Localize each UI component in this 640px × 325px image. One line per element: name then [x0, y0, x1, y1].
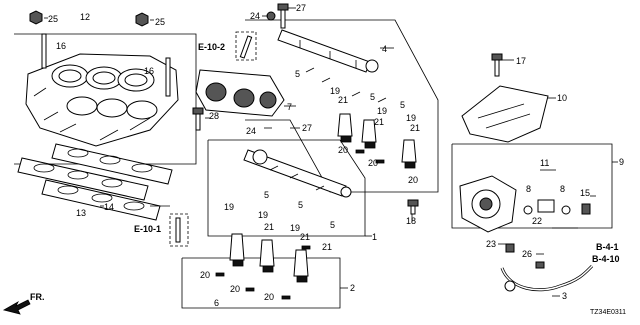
callout-18: 18 [406, 216, 416, 226]
upper-rail-frame [245, 19, 439, 193]
callout-5: 5 [264, 190, 269, 200]
callout-27: 27 [296, 3, 306, 13]
pump-frame [451, 143, 613, 229]
callout-7: 7 [287, 102, 292, 112]
callout-20: 20 [368, 158, 378, 168]
callout-19: 19 [406, 113, 416, 123]
nuts-25 [29, 10, 149, 27]
callout-24: 24 [250, 11, 260, 21]
callout-12: 12 [80, 12, 90, 22]
callout-23: 23 [486, 239, 496, 249]
callout-19: 19 [290, 223, 300, 233]
callout-21: 21 [410, 123, 420, 133]
fuel-rail-lower [243, 149, 352, 198]
callout-21: 21 [338, 95, 348, 105]
callout-4: 4 [382, 44, 387, 54]
front-label: FR. [30, 292, 45, 302]
callout-6: 6 [214, 298, 219, 308]
callout-8: 8 [526, 184, 531, 194]
callout-26: 26 [522, 249, 532, 259]
callout-25: 25 [48, 14, 58, 24]
seals [215, 149, 385, 300]
callout-3: 3 [562, 291, 567, 301]
callout-25: 25 [155, 17, 165, 27]
fuel-rail-upper [277, 29, 379, 73]
diagram-code: TZ34E0311 [590, 309, 626, 316]
callout-28: 28 [209, 111, 219, 121]
injector-frame [181, 257, 341, 309]
fuel-pipe [500, 243, 594, 292]
lower-injectors [229, 233, 309, 283]
callout-11: 11 [540, 158, 549, 168]
front-arrow [2, 299, 31, 315]
bolt-18 [407, 199, 419, 215]
callout-21: 21 [300, 232, 310, 242]
callout-5: 5 [370, 92, 375, 102]
callout-13: 13 [76, 208, 86, 218]
callout-20: 20 [408, 175, 418, 185]
callout-19: 19 [377, 106, 387, 116]
e102-ref-box [235, 31, 257, 61]
bolt-27-top [266, 3, 289, 29]
callout-22: 22 [532, 216, 542, 226]
bolt-17 [491, 53, 503, 77]
callout-16: 16 [144, 66, 154, 76]
callout-16: 16 [56, 41, 66, 51]
callout-1: 1 [372, 232, 377, 242]
ref-b-4-10: B-4-10 [592, 254, 620, 264]
ref-e-10-2: E-10-2 [198, 42, 225, 52]
coil-assembly [195, 69, 285, 117]
bolt-28 [192, 107, 204, 131]
callout-27: 27 [302, 123, 312, 133]
cover-10 [461, 85, 549, 143]
callout-21: 21 [264, 222, 274, 232]
callout-20: 20 [264, 292, 274, 302]
ref-b-4-1: B-4-1 [596, 242, 619, 252]
stud-e101 [175, 217, 181, 243]
callout-19: 19 [330, 86, 340, 96]
lower-rail-frame [207, 139, 366, 237]
callout-19: 19 [258, 210, 268, 220]
stud-e102 [239, 35, 253, 59]
upper-injectors [305, 67, 417, 169]
hp-pump [459, 175, 591, 233]
callout-20: 20 [200, 270, 210, 280]
callout-21: 21 [374, 117, 384, 127]
callout-labels: 25 25 12 16 16 28 14 13 24 27 4 7 5 5 5 … [48, 3, 624, 308]
callout-15: 15 [580, 188, 590, 198]
callout-5: 5 [298, 200, 303, 210]
callout-17: 17 [516, 56, 526, 66]
ref-e-10-1: E-10-1 [134, 224, 161, 234]
callout-20: 20 [338, 145, 348, 155]
leader-lines [44, 7, 618, 297]
callout-9: 9 [619, 157, 624, 167]
callout-5: 5 [330, 220, 335, 230]
gaskets [17, 143, 173, 221]
callout-21: 21 [322, 242, 332, 252]
callout-8: 8 [560, 184, 565, 194]
callout-5: 5 [400, 100, 405, 110]
callout-2: 2 [350, 283, 355, 293]
callout-20: 20 [230, 284, 240, 294]
callout-24: 24 [246, 126, 256, 136]
callout-19: 19 [224, 202, 234, 212]
callout-10: 10 [557, 93, 567, 103]
section-references: E-10-2 E-10-1 B-4-1 B-4-10 [134, 42, 620, 264]
callout-14: 14 [104, 202, 114, 212]
intake-manifold [25, 33, 179, 147]
callout-5: 5 [295, 69, 300, 79]
